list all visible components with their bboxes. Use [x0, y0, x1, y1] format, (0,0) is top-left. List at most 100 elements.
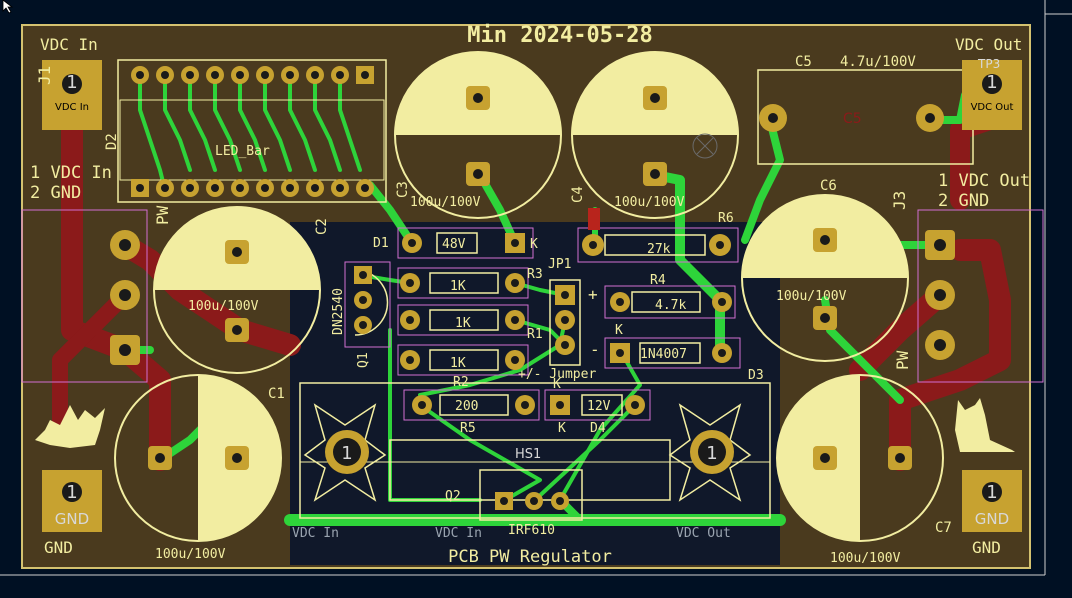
label-jp1-minus: - [590, 340, 600, 359]
led-bar-pad-hole [186, 184, 194, 192]
label-c6: C6 [820, 178, 837, 194]
led-bar[interactable] [117, 59, 387, 203]
cap-c7[interactable] [776, 374, 944, 542]
label-vdc-out: VDC Out [955, 35, 1022, 54]
label-r2-value: 1K [450, 356, 466, 371]
label-jumper: +/- Jumper [518, 367, 596, 382]
resistor-r1[interactable] [397, 304, 529, 336]
led-bar-pad-hole [361, 184, 369, 192]
cap-c5[interactable] [757, 69, 974, 165]
label-jp1-plus: + [588, 285, 598, 304]
label-r4-value: 4.7k [655, 298, 686, 313]
led-bar-pad-hole [336, 184, 344, 192]
label-r3: R3 [527, 267, 543, 282]
led-bar-pad-hole [211, 71, 219, 79]
resistor-r2[interactable] [397, 344, 529, 376]
led-bar-pad-hole [261, 184, 269, 192]
label-r2: R2 [453, 375, 469, 390]
cap-c2[interactable] [153, 206, 321, 374]
label-c7-value: 100u/100V [830, 551, 901, 566]
label-gnd-right: GND [972, 538, 1001, 557]
label-d4-k: K [558, 421, 566, 436]
resistor-r4[interactable] [604, 285, 736, 319]
cap-c6[interactable] [741, 194, 909, 362]
label-pw-right: PW [893, 350, 912, 370]
label-c4: C4 [570, 186, 586, 203]
label-jp1: JP1 [548, 257, 571, 272]
label-gnd-left: GND [44, 538, 73, 557]
label-c3-value: 100u/100V [410, 195, 481, 210]
label-d3-k: K [615, 323, 623, 338]
transistor-q1[interactable] [344, 261, 391, 348]
label-c2-value: 100u/100V [188, 299, 259, 314]
resistor-r3[interactable] [397, 267, 529, 299]
pad-text-vdc-in: VDC In [55, 102, 89, 113]
label-d4-value: 12V [587, 399, 611, 414]
pad-gnd-right[interactable] [962, 470, 1022, 532]
label-c5-value: 4.7u/100V [840, 54, 916, 70]
pad-text-hs-1: 1 [341, 443, 352, 464]
label-q1: Q1 [356, 352, 371, 368]
led-bar-pad-hole [336, 71, 344, 79]
label-j3-note2: 2 GND [938, 191, 989, 211]
label-c6-value: 100u/100V [776, 289, 847, 304]
ground-pour [290, 222, 780, 565]
board-footer: PCB PW Regulator [448, 547, 612, 567]
label-dn2540: DN2540 [331, 288, 346, 335]
cap-c3[interactable] [394, 51, 562, 219]
transistor-q2[interactable] [479, 469, 583, 521]
jumper-jp1[interactable] [549, 279, 581, 366]
bus-label-vdc-out: VDC Out [676, 526, 731, 541]
cap-c4[interactable] [571, 51, 739, 219]
led-bar-pad-hole [136, 184, 144, 192]
resistor-r5[interactable] [403, 389, 540, 421]
label-d3-value: 1N4007 [640, 347, 687, 362]
pad-text-1-a: 1 [66, 72, 77, 93]
logo-left [35, 405, 105, 448]
label-r5-value: 200 [455, 399, 478, 414]
pad-text-vdc-out: VDC Out [971, 102, 1014, 113]
led-bar-pad-hole [361, 71, 369, 79]
pad-text-1-b: 1 [986, 72, 997, 93]
terminal-j3[interactable] [917, 209, 1044, 383]
label-r3-value: 1K [450, 279, 466, 294]
label-r6-value: 27k [647, 242, 671, 257]
heatsink-hs1[interactable] [299, 382, 771, 519]
label-q2: Q2 [445, 489, 461, 504]
cap-c1[interactable] [114, 374, 282, 542]
pad-gnd-left[interactable] [42, 470, 102, 532]
mouse-cursor-icon [2, 0, 14, 14]
pad-text-gnd-right: GND [975, 510, 1009, 528]
label-j1-note1: 1 VDC In [30, 163, 112, 183]
label-r1: R1 [527, 327, 543, 342]
led-bar-pad-hole [136, 71, 144, 79]
label-d4-k-top: K [553, 377, 561, 392]
pad-text-1-c: 1 [66, 482, 77, 503]
resistor-r6-red [588, 208, 600, 230]
logo-right-cat [955, 398, 1015, 452]
pad-text-1-d: 1 [986, 482, 997, 503]
diode-d4[interactable] [544, 389, 651, 421]
diode-d1[interactable] [397, 227, 534, 259]
label-j3-note1: 1 VDC Out [938, 171, 1030, 191]
label-j1-note2: 2 GND [30, 183, 81, 203]
led-bar-pad-hole [286, 184, 294, 192]
resistor-r6[interactable] [577, 227, 739, 263]
label-vdc-in: VDC In [40, 35, 98, 54]
label-led-bar: LED_Bar [215, 144, 270, 159]
pad-vdc-out[interactable] [962, 60, 1022, 130]
led-bar-pad-hole [286, 71, 294, 79]
led-bar-pad-hole [211, 184, 219, 192]
label-d2: D2 [104, 133, 120, 150]
label-r5: R5 [460, 421, 476, 436]
terminal-j1[interactable] [21, 209, 148, 383]
label-c5: C5 [795, 54, 812, 70]
diode-d3[interactable] [604, 337, 741, 369]
label-r6: R6 [718, 211, 734, 226]
label-d1-value: 48V [442, 237, 466, 252]
pad-vdc-in[interactable] [42, 60, 102, 130]
bus-label-vdc-in-1: VDC In [292, 526, 339, 541]
label-c7: C7 [935, 520, 952, 536]
led-bar-pads [131, 66, 374, 197]
